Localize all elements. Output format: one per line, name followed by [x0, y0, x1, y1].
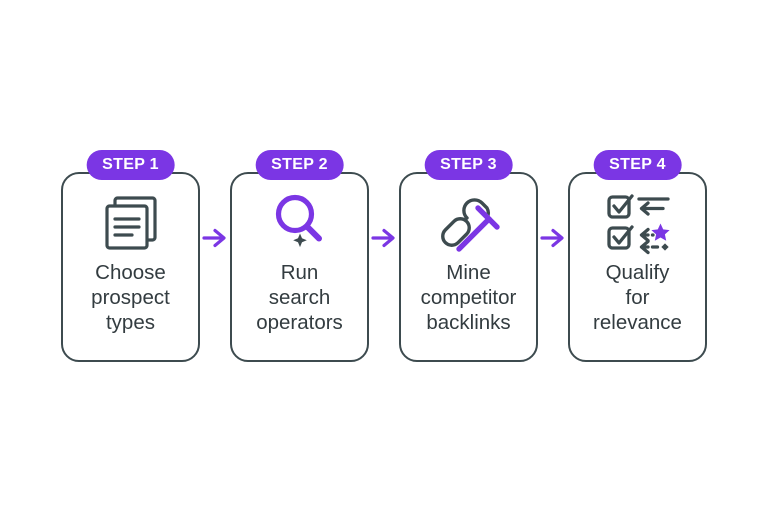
step-4-card: Qualify for relevance [568, 172, 707, 362]
step-4-badge: STEP 4 [593, 150, 682, 180]
process-flow: STEP 1 Choose prospect types [60, 150, 708, 362]
checklist-star-icon [606, 191, 670, 255]
connector-1 [201, 227, 229, 254]
backlinks-pick-icon [437, 191, 501, 255]
arrow-right-icon [202, 227, 228, 254]
documents-icon [99, 191, 163, 255]
arrow-right-icon [540, 227, 566, 254]
step-4: STEP 4 [567, 150, 708, 362]
step-3: STEP 3 Mine competitor backlinks [398, 150, 539, 362]
step-2: STEP 2 Run search operators [229, 150, 370, 362]
arrow-right-icon [371, 227, 397, 254]
connector-3 [539, 227, 567, 254]
step-3-card: Mine competitor backlinks [399, 172, 538, 362]
search-icon [268, 191, 332, 255]
step-2-card: Run search operators [230, 172, 369, 362]
connector-2 [370, 227, 398, 254]
step-4-label: Qualify for relevance [593, 261, 682, 335]
step-1-card: Choose prospect types [61, 172, 200, 362]
step-2-label: Run search operators [256, 261, 343, 335]
step-1-label: Choose prospect types [91, 261, 170, 335]
step-3-label: Mine competitor backlinks [420, 261, 517, 335]
step-1-badge: STEP 1 [86, 150, 175, 180]
step-2-badge: STEP 2 [255, 150, 344, 180]
step-3-badge: STEP 3 [424, 150, 513, 180]
step-1: STEP 1 Choose prospect types [60, 150, 201, 362]
